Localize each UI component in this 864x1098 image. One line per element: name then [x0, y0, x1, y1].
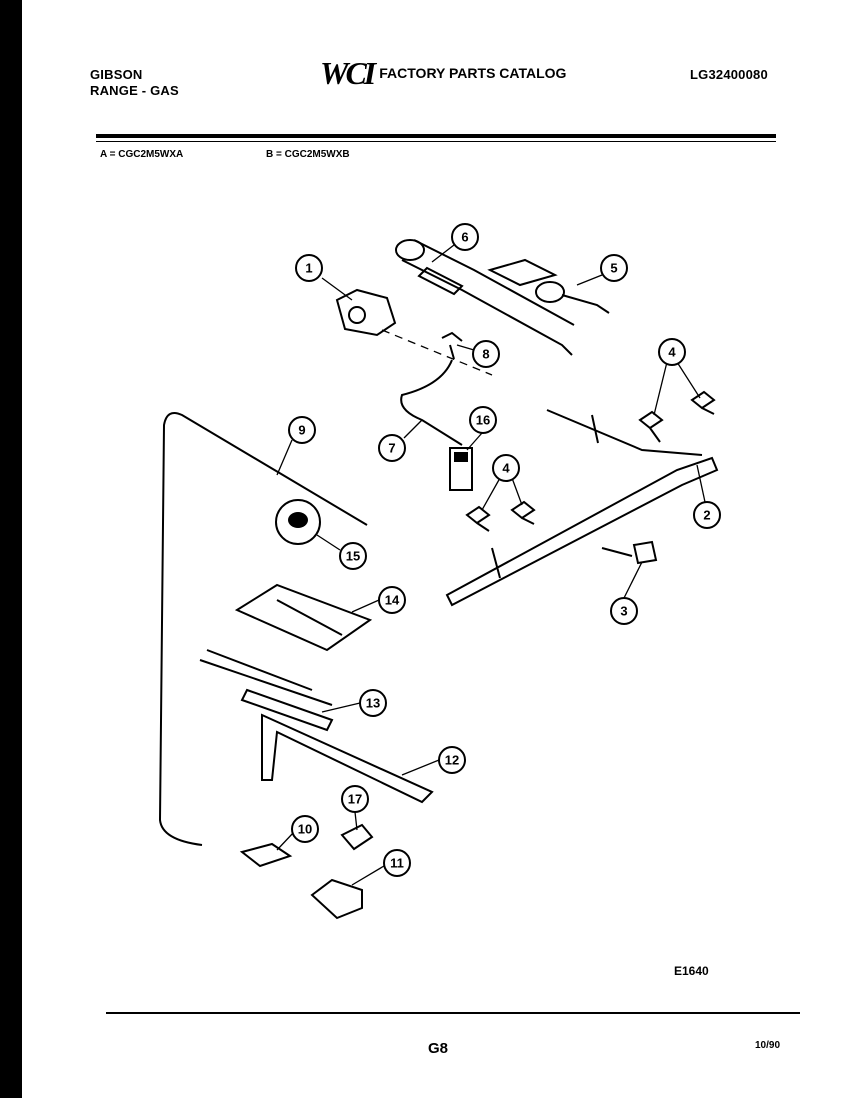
callout-4a: 4 — [653, 338, 701, 416]
callout-8-label: 8 — [482, 347, 489, 362]
part-12-tube — [261, 713, 434, 804]
part-10-block — [239, 842, 293, 868]
callout-3: 3 — [610, 561, 643, 625]
part-6-burner — [395, 239, 575, 356]
part-16-switch — [449, 447, 473, 491]
callout-10: 10 — [276, 815, 319, 851]
catalog-header: WCI FACTORY PARTS CATALOG — [320, 55, 567, 91]
part-3-bracket — [601, 540, 658, 565]
page-number: G8 — [428, 1040, 449, 1057]
catalog-page: GIBSON RANGE - GAS WCI FACTORY PARTS CAT… — [22, 0, 864, 1098]
part-4-valves — [465, 390, 716, 532]
figure-id: E1640 — [674, 964, 709, 978]
callout-15-label: 15 — [346, 549, 360, 564]
callout-5: 5 — [576, 254, 628, 286]
part-8-orifice — [441, 331, 463, 360]
callout-6: 6 — [431, 223, 479, 263]
brand-name: GIBSON — [90, 67, 143, 82]
exploded-parts-diagram: 1 6 5 8 4 16 7 9 4 2 15 — [158, 223, 721, 920]
callout-3-label: 3 — [620, 604, 627, 619]
callout-4b: 4 — [481, 454, 523, 511]
callout-5-label: 5 — [610, 261, 617, 276]
callout-7-label: 7 — [388, 441, 395, 456]
part-1-valve — [335, 288, 493, 376]
part-11-bracket — [310, 878, 363, 920]
wci-logo: WCI — [320, 54, 376, 91]
callout-13: 13 — [321, 689, 387, 717]
callout-4a-label: 4 — [668, 345, 676, 360]
part-5-burner — [487, 258, 610, 314]
header-rule-thin — [96, 141, 776, 142]
part-15-nut — [275, 499, 321, 545]
callout-16-label: 16 — [476, 413, 490, 428]
callout-9-label: 9 — [298, 423, 305, 438]
header-rule-thick — [96, 134, 776, 138]
model-b: B = CGC2M5WXB — [266, 149, 350, 160]
callout-2-label: 2 — [703, 508, 710, 523]
footer-rule — [106, 1012, 800, 1014]
part-number: LG32400080 — [690, 67, 768, 82]
catalog-date: 10/90 — [755, 1040, 781, 1051]
callout-12: 12 — [401, 746, 466, 776]
callout-11-label: 11 — [390, 856, 404, 871]
part-9-tube — [158, 412, 368, 846]
callout-4b-label: 4 — [502, 461, 510, 476]
product-type: RANGE - GAS — [90, 83, 179, 98]
callout-1-label: 1 — [305, 261, 312, 276]
callout-9: 9 — [276, 416, 316, 476]
callout-6-label: 6 — [461, 230, 468, 245]
part-17-clip — [340, 823, 374, 851]
callout-12-label: 12 — [445, 753, 459, 768]
catalog-title: FACTORY PARTS CATALOG — [379, 65, 567, 81]
callout-8: 8 — [456, 340, 500, 368]
callout-14: 14 — [351, 586, 406, 614]
callout-10-label: 10 — [298, 822, 312, 837]
part-2-manifold — [445, 409, 719, 607]
callout-7: 7 — [378, 419, 423, 462]
callout-17: 17 — [341, 785, 369, 831]
part-14-shield — [234, 583, 373, 652]
callout-2: 2 — [693, 464, 721, 529]
callout-17-label: 17 — [348, 792, 362, 807]
callout-11: 11 — [351, 849, 411, 886]
callout-15: 15 — [316, 534, 367, 570]
part-7-tube — [400, 359, 463, 446]
part-13-burner — [199, 649, 334, 732]
model-a: A = CGC2M5WXA — [100, 149, 184, 160]
callout-13-label: 13 — [366, 696, 380, 711]
callout-1: 1 — [295, 254, 353, 301]
callout-14-label: 14 — [385, 593, 400, 608]
callout-16: 16 — [466, 406, 497, 451]
